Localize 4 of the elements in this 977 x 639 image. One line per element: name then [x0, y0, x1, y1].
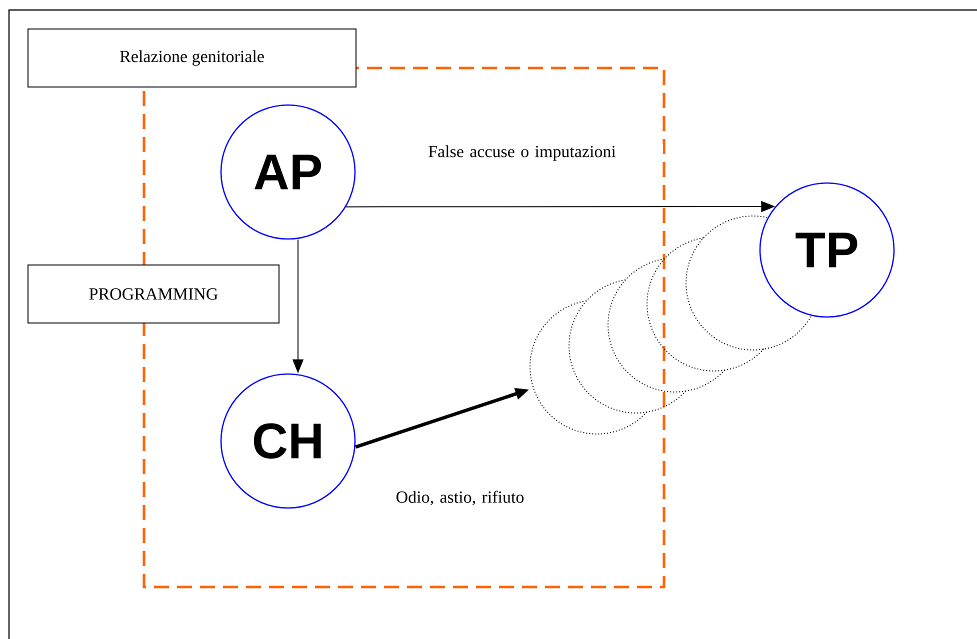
label-box: Relazione genitoriale: [28, 28, 356, 88]
label-box: PROGRAMMING: [28, 264, 280, 324]
edge-label: False accuse o imputazioni: [428, 145, 616, 161]
edge-label: Odio, astio, rifiuto: [396, 490, 524, 506]
